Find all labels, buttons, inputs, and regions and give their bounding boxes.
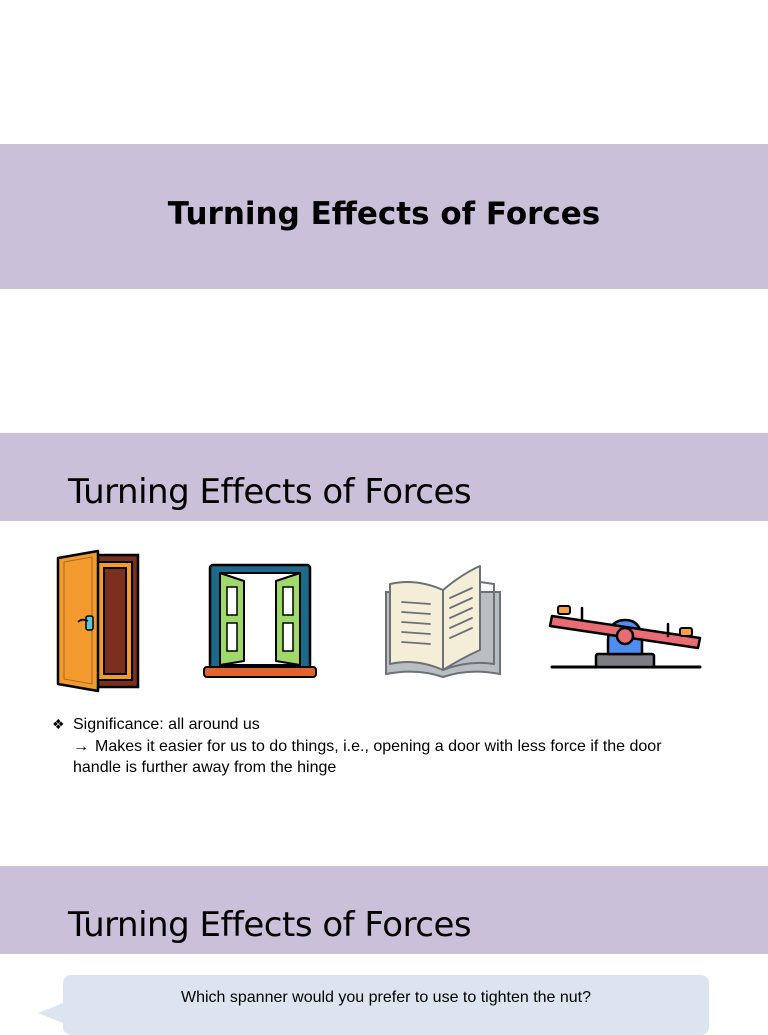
seesaw-icon bbox=[548, 605, 702, 669]
title-band bbox=[0, 144, 768, 289]
window-icon bbox=[203, 563, 317, 678]
diamond-bullet-icon: ❖ bbox=[52, 716, 65, 732]
main-title: Turning Effects of Forces bbox=[167, 196, 601, 232]
sub-point: →Makes it easier for us to do things, i.… bbox=[52, 736, 692, 779]
arrow-right-icon: → bbox=[73, 737, 89, 755]
section-title: Turning Effects of Forces bbox=[68, 905, 472, 945]
list-item: ❖ Significance: all around us bbox=[52, 714, 692, 736]
bullet-list: ❖ Significance: all around us →Makes it … bbox=[52, 714, 692, 779]
book-icon bbox=[385, 565, 501, 679]
section-band bbox=[0, 433, 768, 521]
callout-text: Which spanner would you prefer to use to… bbox=[180, 989, 592, 1006]
sub-point-text: Makes it easier for us to do things, i.e… bbox=[73, 737, 662, 777]
door-icon bbox=[56, 549, 140, 693]
section-title: Turning Effects of Forces bbox=[68, 472, 472, 512]
bullet-text: Significance: all around us bbox=[73, 716, 260, 733]
section-band bbox=[0, 866, 768, 954]
